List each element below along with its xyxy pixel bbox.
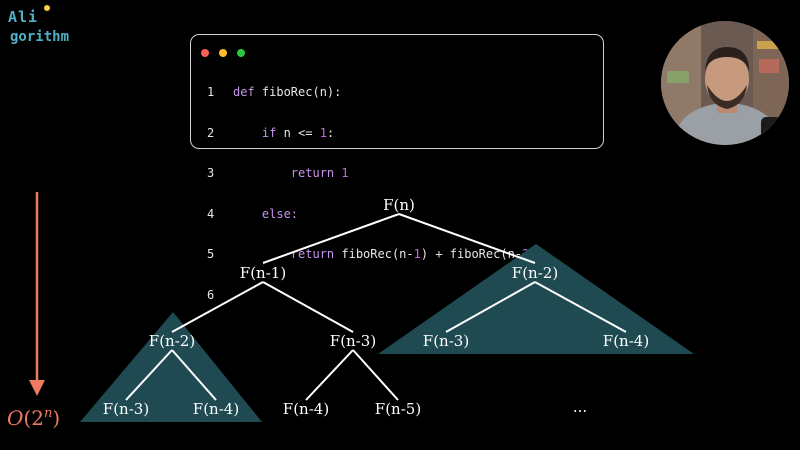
node-f-n-3: F(n-3)	[103, 400, 149, 418]
minimize-dot-icon[interactable]	[219, 49, 228, 57]
code-line: 2 if n <= 1:	[207, 125, 537, 141]
complexity-label: O(2n)	[7, 406, 60, 430]
presenter-webcam	[661, 21, 789, 145]
logo-dot	[44, 5, 50, 11]
line-number: 1	[207, 85, 215, 99]
code-line: 6	[207, 287, 537, 303]
line-number: 5	[207, 247, 215, 261]
node-f-n-4: F(n-4)	[283, 400, 329, 418]
code-line: 1 def fiboRec(n):	[207, 85, 537, 100]
node-f-n-4: F(n-4)	[193, 400, 239, 418]
logo-line-1: Ali	[8, 8, 39, 26]
node-f-n: F(n)	[383, 196, 415, 214]
close-dot-icon[interactable]	[201, 49, 209, 57]
line-number: 2	[207, 125, 215, 140]
code-line: 3 return 1	[207, 166, 537, 181]
code-text: return 1	[290, 166, 349, 180]
code-line: 5 return fiboRec(n-1) + fiboRec(n-2)	[207, 247, 537, 262]
node-f-n-5: F(n-5)	[375, 400, 421, 418]
logo-line-2: gorithm	[10, 29, 70, 45]
code-block: 1 def fiboRec(n): 2 if n <= 1: 3 return …	[207, 59, 537, 329]
ellipsis: ...	[573, 398, 587, 416]
code-text: def fiboRec(n):	[233, 85, 342, 99]
code-text: if n <= 1:	[261, 125, 335, 140]
node-f-n-3: F(n-3)	[330, 332, 376, 350]
node-f-n-2: F(n-2)	[149, 332, 195, 350]
code-line: 4 else:	[207, 206, 537, 222]
line-number: 6	[207, 287, 215, 302]
line-number: 4	[207, 206, 215, 221]
line-number: 3	[207, 166, 215, 180]
code-window: 1 def fiboRec(n): 2 if n <= 1: 3 return …	[190, 34, 604, 301]
aligorithm-logo: Ali gorithm	[8, 4, 88, 50]
node-f-n-3: F(n-3)	[423, 332, 469, 350]
code-text: return fiboRec(n-1) + fiboRec(n-2)	[290, 247, 537, 261]
complexity-arrow-head	[29, 380, 45, 396]
tree-edges	[125, 213, 627, 401]
subtree-triangle-small	[80, 312, 262, 422]
node-f-n-4: F(n-4)	[603, 332, 649, 350]
node-f-n-2: F(n-2)	[512, 264, 558, 282]
window-controls	[201, 42, 250, 61]
node-f-n-1: F(n-1)	[240, 264, 286, 282]
presenter-image	[661, 21, 789, 145]
code-text: else:	[261, 206, 299, 221]
maximize-dot-icon[interactable]	[237, 49, 246, 57]
